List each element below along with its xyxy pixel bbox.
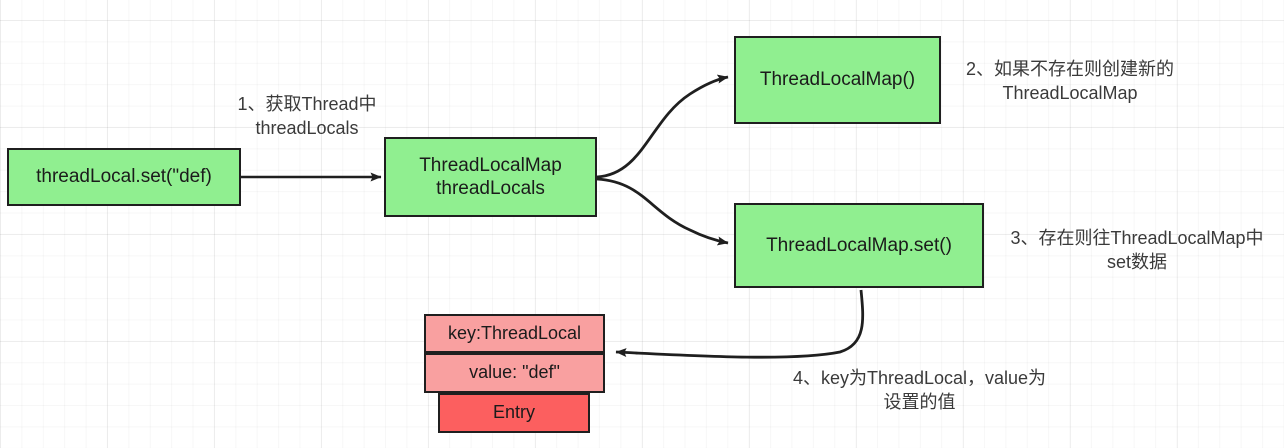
label-step-3: 3、存在则往ThreadLocalMap中 set数据 xyxy=(1010,228,1264,273)
node-entry-value[interactable]: value: "def" xyxy=(424,353,605,393)
edge-mapset-to-entry xyxy=(615,289,865,359)
node-entry-title[interactable]: Entry xyxy=(438,393,590,433)
label-step-2: 2、如果不存在则创建新的 ThreadLocalMap xyxy=(965,59,1174,104)
label-step-4: 4、key为ThreadLocal，value为 设置的值 xyxy=(792,368,1047,413)
node-threadlocalmap-threadlocals[interactable]: ThreadLocalMap threadLocals xyxy=(384,137,597,217)
node-threadlocalmap-set[interactable]: ThreadLocalMap.set() xyxy=(734,203,984,288)
edge-field-to-ctor xyxy=(596,74,729,179)
node-threadlocal-set[interactable]: threadLocal.set("def) xyxy=(7,148,241,206)
label-step-1: 1、获取Thread中 threadLocals xyxy=(237,94,377,139)
edge-field-to-mapset xyxy=(596,177,729,246)
node-threadlocalmap-constructor[interactable]: ThreadLocalMap() xyxy=(734,36,941,124)
node-entry-key[interactable]: key:ThreadLocal xyxy=(424,314,605,353)
